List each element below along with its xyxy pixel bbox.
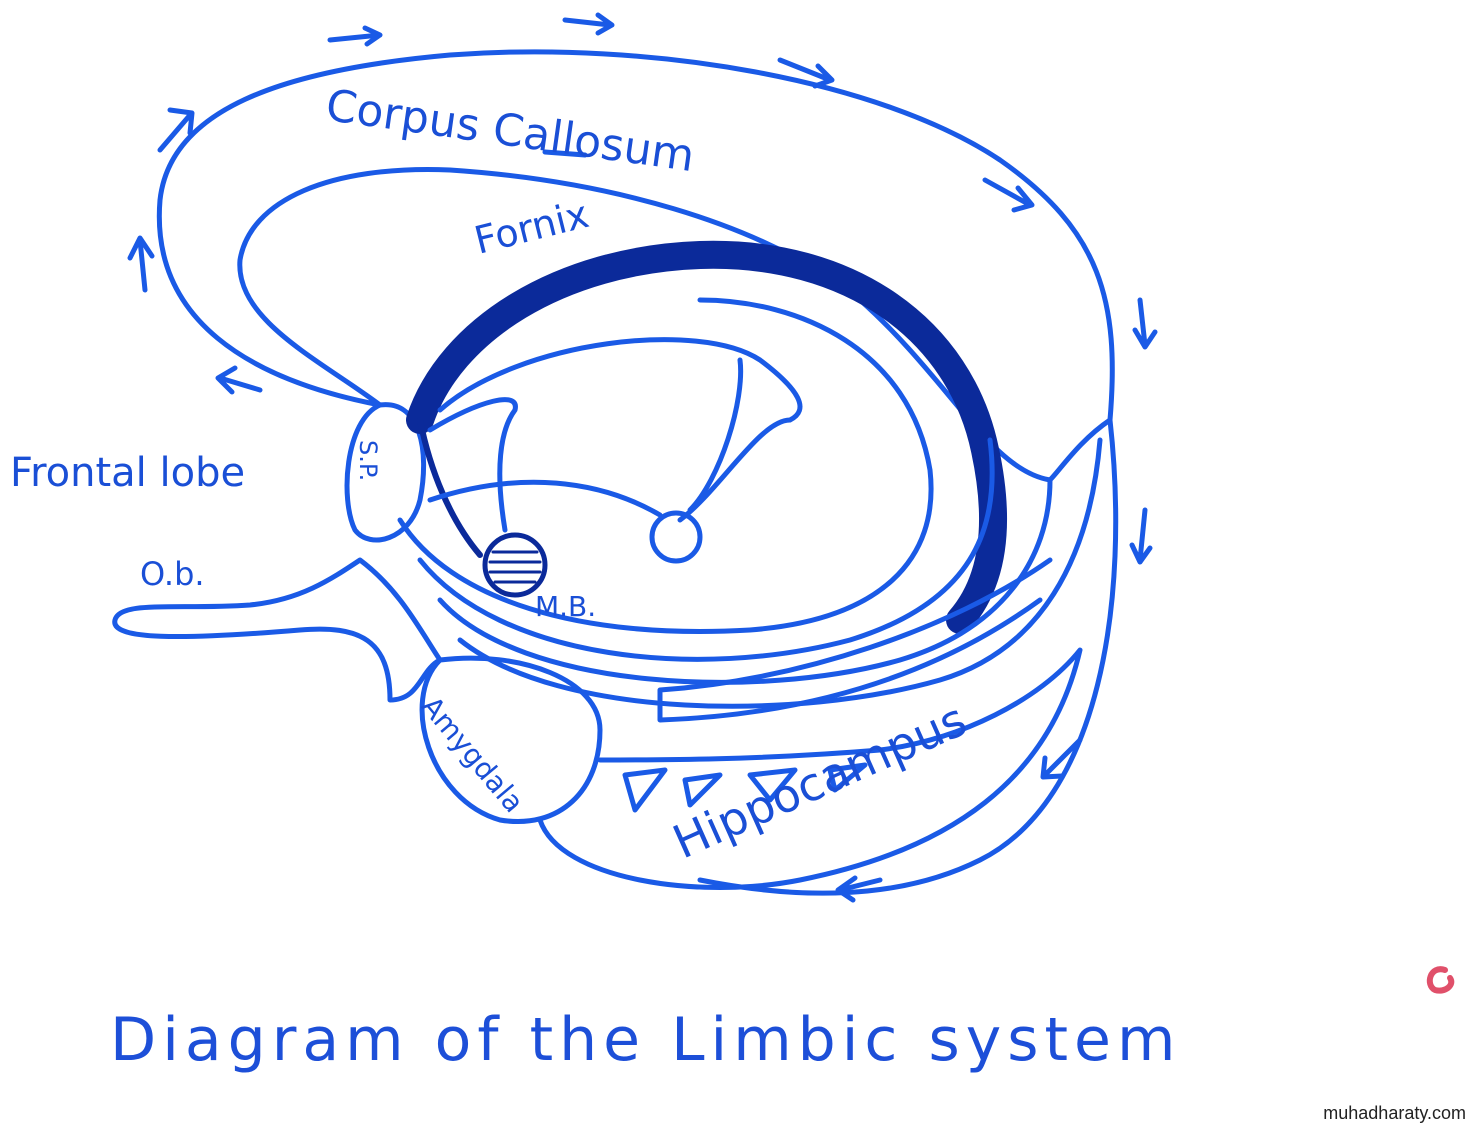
diagram-title: Diagram of the Limbic system [110,1005,1182,1075]
label-olfactory-bulb: O.b. [140,555,205,593]
amygdala [419,655,603,824]
mammillary-body [482,532,548,598]
fornix [406,240,1007,634]
label-frontal-lobe: Frontal lobe [10,450,246,496]
papez-circuit-path [697,417,1119,896]
watermark: muhadharaty.com [1323,1103,1466,1123]
label-septum: S.P. [354,440,382,482]
label-mammillary-body: M.B. [535,590,597,623]
hippocampus [537,647,1083,890]
red-mark [1426,966,1455,994]
